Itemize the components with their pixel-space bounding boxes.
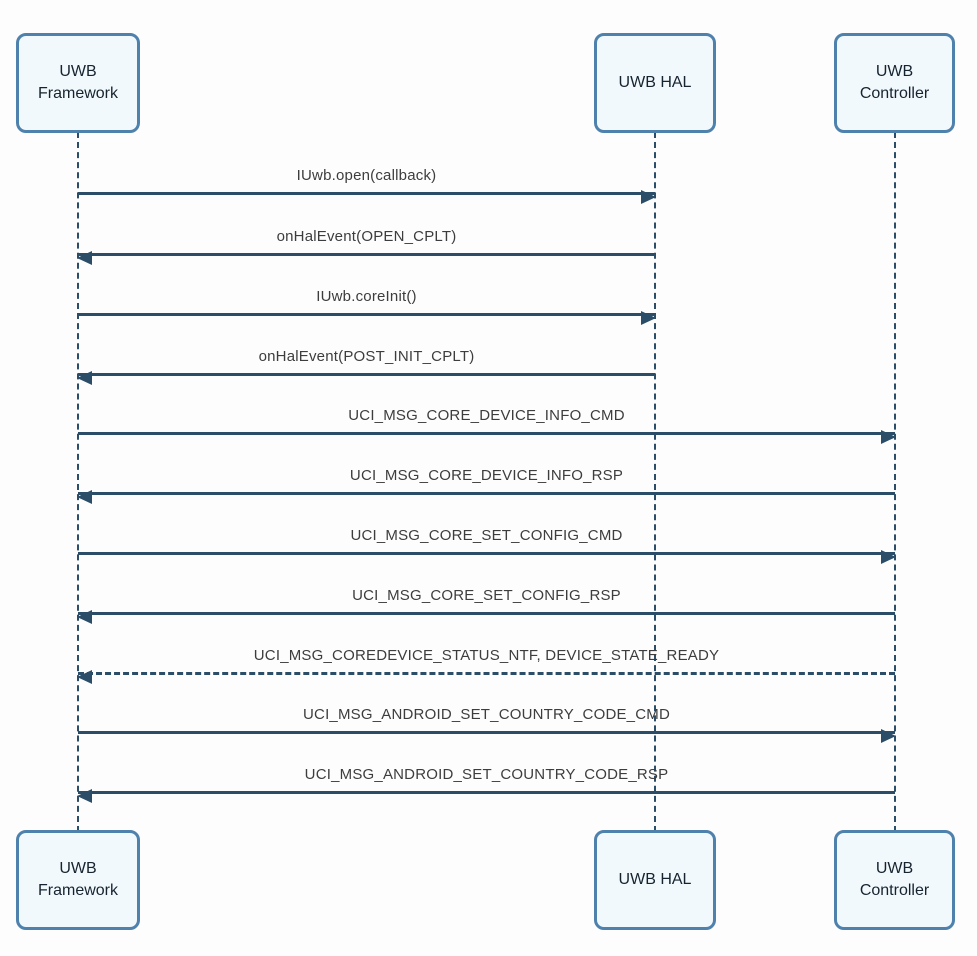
message-core-device-info-rsp: UCI_MSG_CORE_DEVICE_INFO_RSP: [77, 466, 895, 504]
message-arrow-left: [77, 609, 895, 624]
participant-uwb-controller-top: UWB Controller: [834, 33, 955, 133]
message-core-set-config-rsp: UCI_MSG_CORE_SET_CONFIG_RSP: [77, 586, 895, 624]
participant-label: UWB Framework: [37, 63, 118, 102]
message-arrow-right: [78, 310, 656, 325]
message-label: UCI_MSG_ANDROID_SET_COUNTRY_CODE_CMD: [303, 706, 670, 723]
arrowhead-right-icon: [881, 728, 896, 743]
participant-uwb-framework-bottom: UWB Framework: [16, 830, 140, 930]
message-label: IUwb.open(callback): [296, 167, 437, 184]
message-label: UCI_MSG_COREDEVICE_STATUS_NTF, DEVICE_ST…: [253, 647, 720, 664]
arrowhead-left-icon: [77, 250, 92, 265]
message-arrow-left: [77, 250, 655, 265]
participant-uwb-hal-top: UWB HAL: [594, 33, 716, 133]
participant-label: UWB HAL: [618, 74, 692, 92]
participant-uwb-framework-top: UWB Framework: [16, 33, 140, 133]
message-onhalevent-post-init-cplt: onHalEvent(POST_INIT_CPLT): [77, 347, 655, 385]
lifeline-uwb-framework: [77, 132, 79, 832]
message-arrow-left: [77, 788, 895, 803]
message-label: UCI_MSG_ANDROID_SET_COUNTRY_CODE_RSP: [304, 766, 669, 783]
message-android-set-country-code-cmd: UCI_MSG_ANDROID_SET_COUNTRY_CODE_CMD: [78, 705, 896, 743]
message-arrow-right: [78, 189, 656, 204]
participant-label: UWB Controller: [859, 63, 930, 102]
arrowhead-right-icon: [641, 189, 656, 204]
message-arrow-left-dashed: [77, 669, 895, 684]
message-label: UCI_MSG_CORE_SET_CONFIG_RSP: [352, 587, 621, 604]
message-label: UCI_MSG_CORE_SET_CONFIG_CMD: [350, 527, 623, 544]
arrowhead-left-icon: [77, 370, 92, 385]
arrowhead-left-icon: [77, 788, 92, 803]
message-iuwb-open: IUwb.open(callback): [78, 166, 656, 204]
lifeline-uwb-hal: [654, 132, 656, 832]
arrowhead-right-icon: [881, 549, 896, 564]
message-android-set-country-code-rsp: UCI_MSG_ANDROID_SET_COUNTRY_CODE_RSP: [77, 765, 895, 803]
message-arrow-right: [78, 429, 896, 444]
message-onhalevent-open-cplt: onHalEvent(OPEN_CPLT): [77, 227, 655, 265]
participant-uwb-hal-bottom: UWB HAL: [594, 830, 716, 930]
message-arrow-right: [78, 728, 896, 743]
arrowhead-right-icon: [641, 310, 656, 325]
arrowhead-left-icon: [77, 609, 92, 624]
participant-label: UWB Controller: [859, 860, 930, 899]
message-core-device-info-cmd: UCI_MSG_CORE_DEVICE_INFO_CMD: [78, 406, 896, 444]
participant-uwb-controller-bottom: UWB Controller: [834, 830, 955, 930]
arrowhead-right-icon: [881, 429, 896, 444]
arrowhead-left-icon: [77, 489, 92, 504]
participant-label: UWB HAL: [618, 871, 692, 889]
message-arrow-left: [77, 489, 895, 504]
message-label: IUwb.coreInit(): [316, 288, 417, 305]
message-core-set-config-cmd: UCI_MSG_CORE_SET_CONFIG_CMD: [78, 526, 896, 564]
message-label: UCI_MSG_CORE_DEVICE_INFO_CMD: [348, 407, 625, 424]
message-device-status-ntf: UCI_MSG_COREDEVICE_STATUS_NTF, DEVICE_ST…: [77, 646, 895, 684]
lifeline-uwb-controller: [894, 132, 896, 832]
message-label: UCI_MSG_CORE_DEVICE_INFO_RSP: [349, 467, 624, 484]
message-iuwb-coreinit: IUwb.coreInit(): [78, 287, 656, 325]
message-label: onHalEvent(OPEN_CPLT): [276, 228, 457, 245]
message-label: onHalEvent(POST_INIT_CPLT): [258, 348, 475, 365]
participant-label: UWB Framework: [37, 860, 118, 899]
message-arrow-left: [77, 370, 655, 385]
message-arrow-right: [78, 549, 896, 564]
arrowhead-left-icon: [77, 669, 92, 684]
